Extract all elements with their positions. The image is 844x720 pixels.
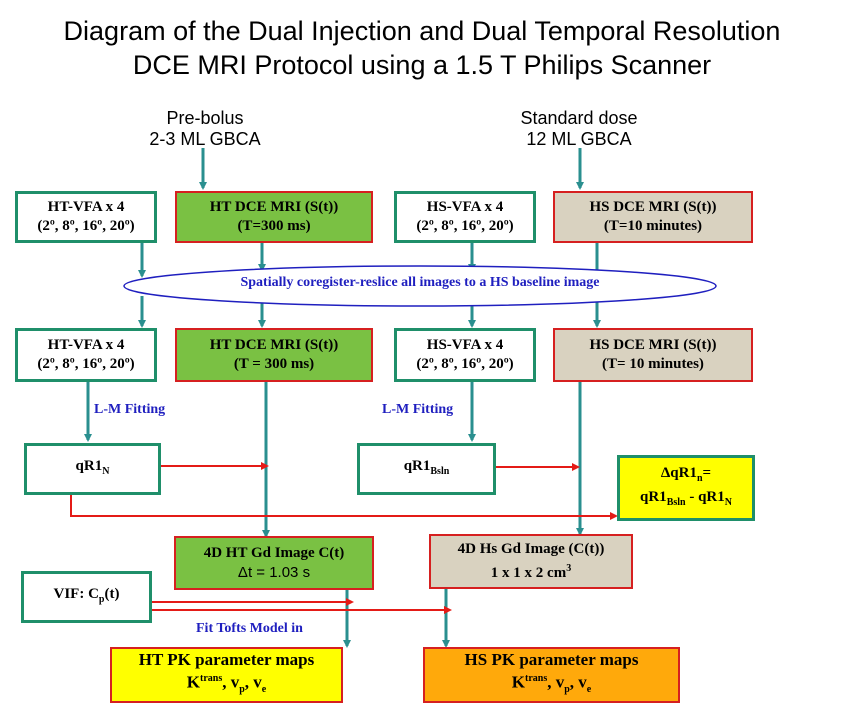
standard-dose-label: Standard dose 12 ML GBCA <box>520 108 638 149</box>
hs-vfa-box-1: HS-VFA x 4 (2º, 8º, 16º, 20º) <box>394 191 536 243</box>
lm-fitting-left: L-M Fitting <box>94 402 166 417</box>
ht-vfa-box-2: HT-VFA x 4 (2º, 8º, 16º, 20º) <box>15 328 157 382</box>
ht-gd-image-box: 4D HT Gd Image C(t) Δt = 1.03 s <box>174 536 374 590</box>
ht-vfa-box-1: HT-VFA x 4 (2º, 8º, 16º, 20º) <box>15 191 157 243</box>
prebolus-label: Pre-bolus 2-3 ML GBCA <box>149 108 261 149</box>
hs-pk-maps-box: HS PK parameter maps Ktrans, vp, ve <box>423 647 680 703</box>
arrow-qr1n-to-delta <box>70 495 618 520</box>
hs-vfa-box-2: HS-VFA x 4 (2º, 8º, 16º, 20º) <box>394 328 536 382</box>
vif-box: VIF: Cp(t) <box>21 571 152 623</box>
coregister-label: Spatially coregister-reslice all images … <box>240 275 600 290</box>
hs-dce-box-2: HS DCE MRI (S(t)) (T= 10 minutes) <box>553 328 753 382</box>
qr1n-box: qR1N <box>24 443 161 495</box>
title-line-2: DCE MRI Protocol using a 1.5 T Philips S… <box>132 50 712 80</box>
ht-dce-box-2: HT DCE MRI (S(t)) (T = 300 ms) <box>175 328 373 382</box>
hs-dce-box-1: HS DCE MRI (S(t)) (T=10 minutes) <box>553 191 753 243</box>
title-line-1: Diagram of the Dual Injection and Dual T… <box>63 16 781 46</box>
qr1bsln-box: qR1Bsln <box>357 443 496 495</box>
hs-gd-image-box: 4D Hs Gd Image (C(t)) 1 x 1 x 2 cm3 <box>429 534 633 589</box>
delta-qr1-box: ΔqR1n= qR1Bsln - qR1N <box>617 455 755 521</box>
lm-fitting-right: L-M Fitting <box>382 402 454 417</box>
tofts-label: Fit Tofts Model in <box>196 621 303 636</box>
diagram-title: Diagram of the Dual Injection and Dual T… <box>0 14 844 82</box>
ht-dce-box-1: HT DCE MRI (S(t)) (T=300 ms) <box>175 191 373 243</box>
ht-pk-maps-box: HT PK parameter maps Ktrans, vp, ve <box>110 647 343 703</box>
coregister-ellipse <box>123 265 717 307</box>
